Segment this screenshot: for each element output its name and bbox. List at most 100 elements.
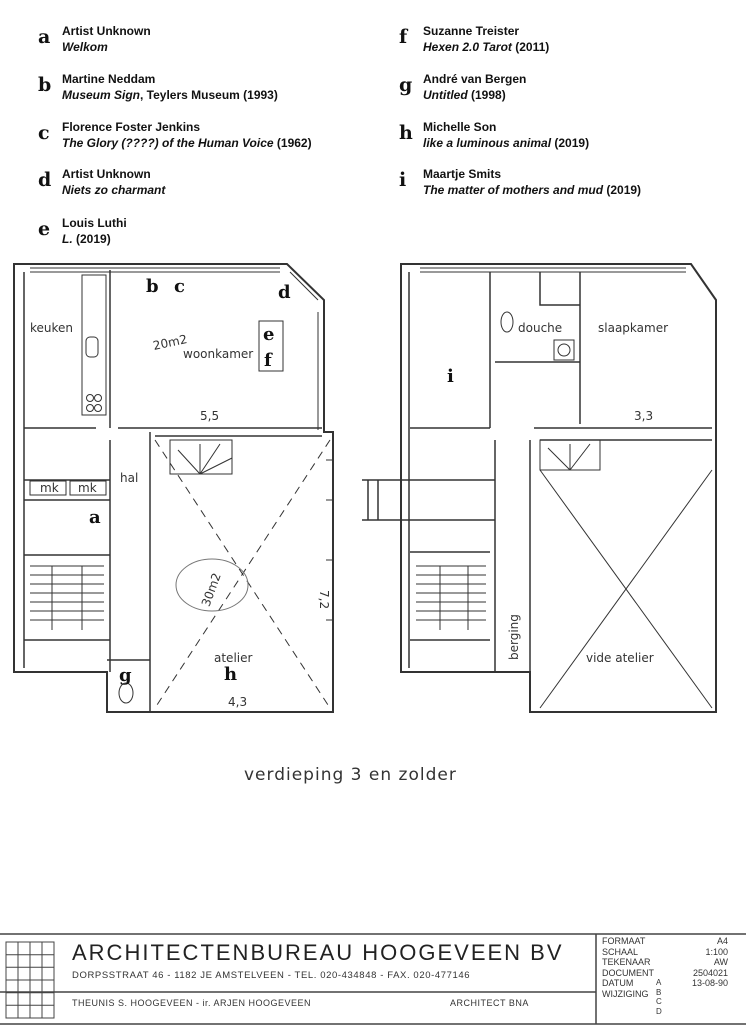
- legend-artist: Artist Unknown: [62, 24, 151, 38]
- title-block-frame: [0, 933, 746, 1025]
- legend-letter: c: [38, 122, 50, 144]
- right-window-top: [420, 267, 686, 273]
- room-label-douche: douche: [518, 321, 562, 335]
- spec-value: 1:100: [705, 946, 728, 957]
- marker-h: h: [224, 664, 237, 685]
- room-label-slaapkamer: slaapkamer: [598, 321, 668, 335]
- revision-letter: B: [656, 987, 662, 997]
- legend-artist: Maartje Smits: [423, 167, 502, 181]
- right-spiral-stair: [539, 439, 601, 471]
- spec-value: 13-08-90: [691, 978, 728, 988]
- left-plan: [13, 263, 334, 713]
- architect-bna: ARCHITECT BNA: [450, 998, 529, 1008]
- legend-work: Niets zo charmant: [62, 183, 166, 197]
- marker-b: b: [146, 276, 159, 297]
- room-label-berging: berging: [507, 614, 521, 660]
- legend-letter: f: [399, 26, 408, 48]
- note-atelier-area: 30m2: [199, 571, 224, 608]
- legend-work: Museum Sign, Teylers Museum (1993): [62, 88, 278, 102]
- floor-plan: keuken woonkamer hal atelier mk mk douch…: [13, 263, 717, 785]
- spec-value: AW: [713, 957, 728, 967]
- legend-artist: Florence Foster Jenkins: [62, 120, 201, 134]
- sink: [85, 336, 99, 358]
- legend-work: Welkom: [62, 40, 108, 54]
- legend-artist: Martine Neddam: [62, 72, 156, 86]
- revision-letter: D: [656, 1006, 662, 1016]
- spec-values: A4 1:100 AW 2504021 13-08-90: [672, 936, 728, 989]
- legend-letter: b: [38, 74, 52, 96]
- spec-label: DATUM: [602, 978, 634, 988]
- right-inner-walls: [408, 272, 712, 672]
- mk-box: [69, 480, 107, 496]
- logo-grid: [5, 941, 55, 1019]
- dormer-passage: [362, 479, 495, 521]
- room-label-atelier: atelier: [214, 651, 252, 665]
- spec-labels: FORMAAT SCHAAL TEKENAAR DOCUMENT DATUM W…: [602, 936, 654, 999]
- spec-value: 2504021: [692, 967, 728, 978]
- marker-a: a: [89, 507, 101, 528]
- room-label-hal: hal: [120, 471, 138, 485]
- firm-address: DORPSSTRAAT 46 - 1182 JE AMSTELVEEN - TE…: [72, 970, 471, 981]
- firm-people: THEUNIS S. HOOGEVEEN - ir. ARJEN HOOGEVE…: [72, 998, 312, 1008]
- revision-letter: C: [656, 997, 662, 1006]
- marker-c: c: [174, 276, 185, 297]
- stove-burner: [94, 404, 102, 412]
- legend-work: Hexen 2.0 Tarot (2011): [423, 40, 550, 54]
- room-label-woonkamer: woonkamer: [183, 347, 253, 361]
- marker-ef-box: [258, 320, 284, 372]
- firm-name: ARCHITECTENBUREAU HOOGEVEEN BV: [72, 940, 564, 965]
- legend-work: The Glory (????) of the Human Voice (196…: [62, 136, 312, 150]
- legend-artist: Artist Unknown: [62, 167, 151, 181]
- legend-letter: i: [399, 169, 407, 191]
- plan-caption: verdieping 3 en zolder: [244, 765, 457, 785]
- legend-work: L. (2019): [62, 232, 111, 246]
- left-window-top: [30, 267, 280, 273]
- legend-letter: h: [399, 122, 413, 144]
- left-inner-walls: [23, 270, 322, 712]
- legend-work: like a luminous animal (2019): [423, 136, 590, 150]
- legend-letter: e: [38, 218, 51, 240]
- room-label-mk: mk: [40, 481, 59, 495]
- washbasin-bowl: [557, 343, 571, 357]
- room-label-vide-atelier: vide atelier: [586, 651, 654, 665]
- dim-atelier-width: 4,3: [228, 695, 247, 709]
- spec-label: DOCUMENT: [602, 967, 654, 978]
- left-window-side: [289, 271, 319, 430]
- dim-woonkamer-width: 5,5: [200, 409, 219, 423]
- mk-box: [29, 480, 67, 496]
- marker-e: e: [263, 324, 274, 345]
- spec-label: SCHAAL: [602, 946, 639, 957]
- legend-artist: Louis Luthi: [62, 216, 127, 230]
- right-outer-wall: [400, 263, 717, 713]
- marker-d: d: [278, 282, 291, 303]
- legend-artist: Michelle Son: [423, 120, 497, 134]
- left-stair: [30, 565, 104, 630]
- spiral-stair: [169, 439, 233, 475]
- room-label-keuken: keuken: [30, 321, 73, 335]
- title-block: ARCHITECTENBUREAU HOOGEVEEN BV DORPSSTRA…: [0, 930, 746, 1029]
- kitchen-counter: [81, 274, 107, 416]
- right-wall-windows: [326, 459, 332, 621]
- legend-artist: Suzanne Treister: [423, 24, 520, 38]
- shower-toilet: [500, 311, 514, 333]
- note-atelier-circle: [175, 558, 249, 612]
- legend-work: The matter of mothers and mud (2019): [423, 183, 642, 197]
- atelier-void-cross: [154, 439, 331, 709]
- legend-letter: g: [399, 74, 413, 96]
- left-outer-wall: [13, 263, 334, 713]
- room-label-mk: mk: [78, 481, 97, 495]
- spec-value: A4: [716, 936, 728, 946]
- marker-g: g: [119, 665, 132, 686]
- legend-letter: a: [38, 26, 51, 48]
- spec-label: FORMAAT: [602, 936, 646, 946]
- dim-atelier-depth: 7,2: [317, 590, 331, 609]
- marker-f: f: [264, 350, 273, 371]
- legend-letter: d: [38, 169, 52, 191]
- stove-burner: [94, 394, 102, 402]
- dim-slaapkamer-width: 3,3: [634, 409, 653, 423]
- spec-label: WIJZIGING: [602, 988, 649, 999]
- stove-burner: [86, 394, 94, 402]
- toilet: [118, 682, 134, 704]
- legend-artist: André van Bergen: [423, 72, 527, 86]
- right-plan: [362, 263, 717, 713]
